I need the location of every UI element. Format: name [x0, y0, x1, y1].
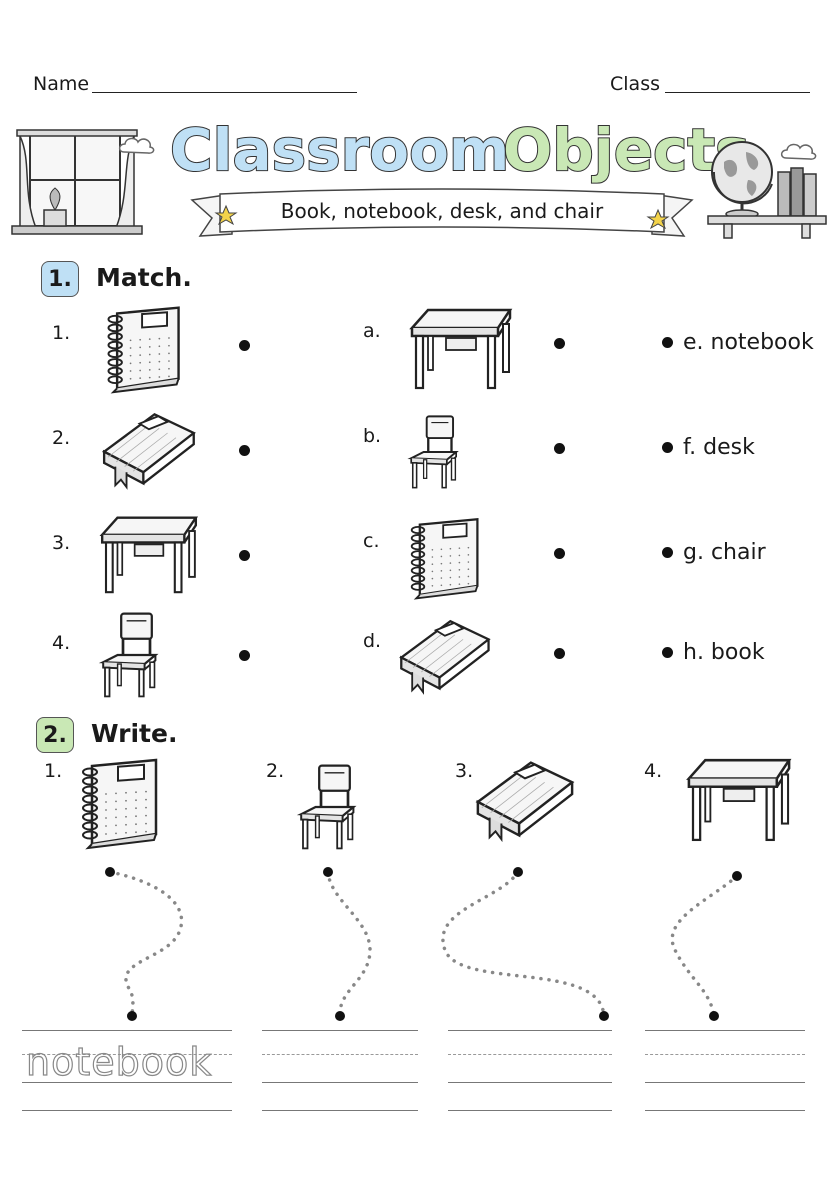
- chair-icon: [294, 752, 366, 866]
- writing-bottom-line: [645, 1110, 805, 1111]
- writing-bottom-line: [22, 1110, 232, 1111]
- match-middle-letter: d.: [363, 630, 382, 652]
- chair-icon: [96, 610, 168, 704]
- trail-dot: [732, 871, 742, 881]
- cloud-icon: [780, 143, 817, 160]
- writing-bottom-line: [262, 1110, 418, 1111]
- page-title: Classroom Objects: [169, 115, 751, 185]
- match-middle-letter: b.: [363, 425, 382, 447]
- name-label: Name: [33, 73, 90, 95]
- book-icon: [394, 612, 494, 698]
- trail-dot: [323, 867, 333, 877]
- writing-bottom-line: [448, 1110, 612, 1111]
- writing-lines[interactable]: [448, 1030, 612, 1112]
- match-word-label: h. book: [683, 640, 765, 665]
- section1-title: Match.: [96, 263, 192, 292]
- writing-lines[interactable]: [22, 1030, 232, 1112]
- trail-dot: [599, 1011, 609, 1021]
- notebook-icon: [400, 512, 490, 606]
- section2-title: Write.: [91, 719, 178, 748]
- desk-icon: [96, 510, 202, 600]
- write-number: 2.: [266, 760, 285, 782]
- subtitle-ribbon: [190, 188, 694, 237]
- match-dot[interactable]: [239, 650, 250, 661]
- cloud-icon: [118, 137, 155, 154]
- svg-text:Objects: Objects: [503, 116, 750, 184]
- dotted-trail: [108, 870, 184, 1018]
- match-dot[interactable]: [239, 445, 250, 456]
- notebook-icon: [70, 752, 170, 856]
- globe-shelf-illustration: [707, 141, 827, 239]
- writing-top-line: [262, 1030, 418, 1031]
- writing-mid-line: [262, 1054, 418, 1055]
- writing-mid-line: [645, 1054, 805, 1055]
- writing-top-line: [645, 1030, 805, 1031]
- desk-icon: [678, 752, 800, 848]
- match-middle-letter: c.: [363, 530, 380, 552]
- window-illustration: [11, 129, 143, 235]
- class-field[interactable]: [665, 92, 810, 93]
- writing-base-line: [22, 1082, 232, 1083]
- writing-mid-line: [448, 1054, 612, 1055]
- dotted-trail: [326, 870, 372, 1018]
- writing-lines[interactable]: [645, 1030, 805, 1112]
- match-dot[interactable]: [554, 548, 565, 559]
- desk-icon: [404, 302, 518, 396]
- writing-base-line: [645, 1082, 805, 1083]
- match-dot[interactable]: [662, 337, 673, 348]
- writing-base-line: [262, 1082, 418, 1083]
- match-left-number: 2.: [52, 427, 71, 449]
- page-subtitle: Book, notebook, desk, and chair: [280, 199, 604, 223]
- section2-number: 2.: [36, 717, 74, 753]
- trail-dot: [709, 1011, 719, 1021]
- write-number: 1.: [44, 760, 63, 782]
- writing-top-line: [22, 1030, 232, 1031]
- match-dot[interactable]: [554, 443, 565, 454]
- match-dot[interactable]: [239, 340, 250, 351]
- match-left-number: 1.: [52, 322, 71, 344]
- match-left-number: 4.: [52, 632, 71, 654]
- dotted-trail: [441, 870, 606, 1018]
- match-dot[interactable]: [554, 648, 565, 659]
- book-icon: [470, 752, 578, 846]
- match-dot[interactable]: [662, 647, 673, 658]
- notebook-icon: [96, 300, 192, 400]
- class-label: Class: [610, 73, 660, 95]
- match-word[interactable]: f. desk: [662, 435, 755, 460]
- match-dot[interactable]: [662, 442, 673, 453]
- dotted-trail: [670, 874, 739, 1018]
- writing-base-line: [448, 1082, 612, 1083]
- match-dot[interactable]: [554, 338, 565, 349]
- writing-top-line: [448, 1030, 612, 1031]
- traced-example-word: notebook: [25, 1039, 213, 1084]
- match-word[interactable]: h. book: [662, 640, 765, 665]
- match-word-label: g. chair: [683, 540, 766, 565]
- write-number: 3.: [455, 760, 474, 782]
- section1-number: 1.: [41, 261, 79, 297]
- match-word[interactable]: g. chair: [662, 540, 766, 565]
- name-field[interactable]: [92, 92, 357, 93]
- match-dot[interactable]: [662, 547, 673, 558]
- match-middle-letter: a.: [363, 320, 381, 342]
- trail-dot: [513, 867, 523, 877]
- svg-text:Classroom: Classroom: [170, 116, 509, 184]
- writing-mid-line: [22, 1054, 232, 1055]
- trail-dot: [335, 1011, 345, 1021]
- match-left-number: 3.: [52, 532, 71, 554]
- writing-lines[interactable]: [262, 1030, 418, 1112]
- book-icon: [96, 405, 200, 493]
- match-dot[interactable]: [239, 550, 250, 561]
- trail-dot: [127, 1011, 137, 1021]
- chair-icon: [405, 407, 467, 501]
- match-word[interactable]: e. notebook: [662, 330, 814, 355]
- trail-dot: [105, 867, 115, 877]
- write-number: 4.: [644, 760, 663, 782]
- match-word-label: e. notebook: [683, 330, 814, 355]
- match-word-label: f. desk: [683, 435, 755, 460]
